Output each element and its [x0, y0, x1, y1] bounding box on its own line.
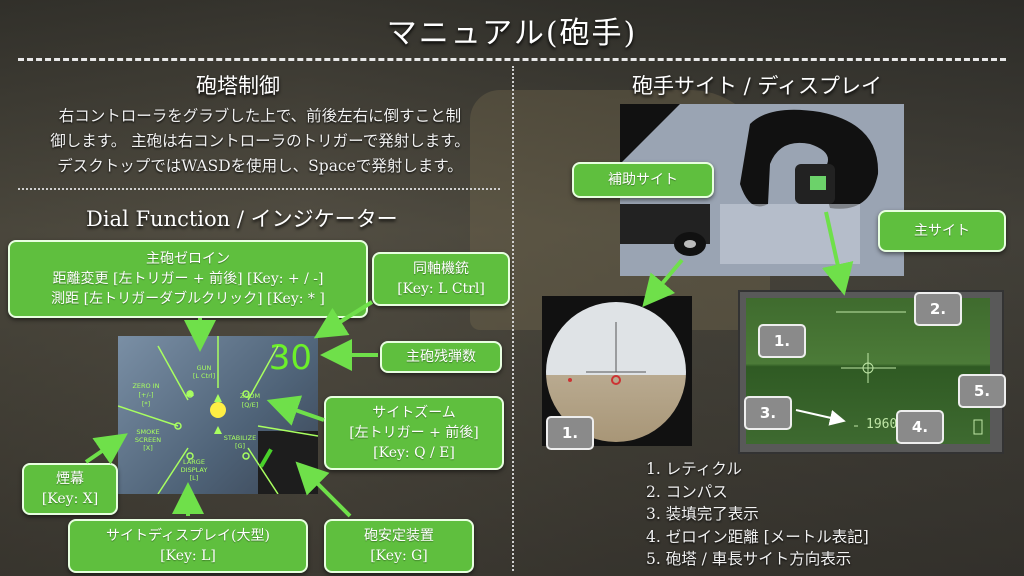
turret-line: デスクトップではWASDを使用し、Spaceで発射します。	[57, 157, 463, 175]
svg-text:[X]: [X]	[143, 444, 153, 452]
turret-line: 右コントローラをグラブした上で、前後左右に倒すこと制	[58, 107, 462, 125]
svg-text:[L]: [L]	[190, 474, 199, 482]
box-line: 距離変更 [左トリガー + 前後] [Key: + / -]	[52, 271, 324, 287]
svg-text:[Q/E]: [Q/E]	[242, 401, 259, 409]
coax-box: 同軸機銃 [Key: L Ctrl]	[372, 252, 510, 306]
legend-item: 3. 装填完了表示	[646, 505, 759, 523]
column-divider	[512, 66, 514, 571]
zero-in-box: 主砲ゼロイン 距離変更 [左トリガー + 前後] [Key: + / -] 測距…	[8, 240, 368, 318]
sight-legend: 1. レティクル 2. コンパス 3. 装填完了表示 4. ゼロイン距離 [メー…	[646, 458, 869, 571]
box-line: [Key: G]	[370, 548, 428, 564]
tag-reticle: 1.	[758, 324, 806, 358]
svg-text:SCREEN: SCREEN	[135, 436, 161, 444]
dial-panel-image: 30 GUN [L Ctrl] ZERO IN [+/-] [*] ZOOM	[118, 336, 318, 494]
legend-item: 4. ゼロイン距離 [メートル表記]	[646, 527, 869, 546]
zoom-label: ZOOM	[240, 392, 260, 400]
stabilize-label: STABILIZE	[224, 434, 257, 442]
tag-aux-reticle: 1.	[546, 416, 594, 450]
box-line: サイトディスプレイ(大型)	[106, 528, 270, 544]
box-line: 同軸機銃	[413, 261, 469, 277]
turret-line: 御します。 主砲は右コントローラのトリガーで発射します。	[50, 132, 470, 150]
svg-text:[+/-]: [+/-]	[138, 391, 153, 399]
box-line: 主サイト	[914, 223, 970, 239]
box-line: 補助サイト	[608, 172, 678, 188]
display-box: サイトディスプレイ(大型) [Key: L]	[68, 519, 308, 573]
box-line: [Key: L Ctrl]	[397, 281, 485, 297]
smoke-label: SMOKE	[136, 428, 159, 436]
sight-heading: 砲手サイト / ディスプレイ	[632, 74, 882, 98]
range-readout: 1960	[866, 417, 898, 432]
svg-text:DISPLAY: DISPLAY	[181, 466, 208, 474]
legend-item: 2. コンパス	[646, 482, 728, 501]
dial-heading: Dial Function / インジケーター	[86, 207, 398, 231]
box-line: 測距 [左トリガーダブルクリック] [Key: * ]	[51, 291, 325, 307]
main-sight-graphic	[836, 311, 983, 435]
page-title: マニュアル(砲手)	[386, 16, 638, 51]
box-line: [Key: L]	[160, 548, 216, 564]
box-line: 砲安定装置	[364, 528, 434, 544]
turret-heading: 砲塔制御	[196, 74, 280, 98]
gun-label: GUN	[197, 364, 212, 372]
box-line: [左トリガー + 前後]	[349, 425, 479, 441]
large-display-label: LARGE	[183, 458, 205, 466]
reticle-graphic	[568, 322, 646, 385]
legend-item: 5. 砲塔 / 車長サイト方向表示	[646, 550, 852, 568]
zoom-box: サイトズーム [左トリガー + 前後] [Key: Q / E]	[324, 396, 504, 470]
main-sight-label-box: 主サイト	[878, 210, 1006, 252]
zero-in-label: ZERO IN	[132, 382, 159, 390]
svg-text:[*]: [*]	[142, 400, 150, 408]
title-divider	[18, 58, 1006, 61]
box-line: [Key: Q / E]	[373, 445, 455, 461]
box-line: 主砲ゼロイン	[146, 251, 230, 267]
aux-sight-label-box: 補助サイト	[572, 162, 714, 198]
box-line: 主砲残弾数	[406, 349, 476, 365]
tag-compass: 2.	[914, 292, 962, 326]
box-line: [Key: X]	[41, 491, 99, 507]
svg-text:[G]: [G]	[235, 442, 245, 450]
legend-item: 1. レティクル	[646, 460, 742, 478]
tag-zero-range: 4.	[896, 410, 944, 444]
box-line: サイトズーム	[372, 405, 456, 421]
box-line: 煙幕	[56, 471, 84, 487]
smoke-box: 煙幕 [Key: X]	[22, 463, 118, 515]
turret-description: 右コントローラをグラブした上で、前後左右に倒すこと制 御します。 主砲は右コント…	[20, 104, 500, 179]
svg-text:[L Ctrl]: [L Ctrl]	[193, 372, 215, 380]
tag-loaded: 3.	[744, 396, 792, 430]
section-divider	[18, 188, 500, 190]
stabilizer-box: 砲安定装置 [Key: G]	[324, 519, 474, 573]
ammo-count: 30	[268, 338, 312, 378]
ammo-box: 主砲残弾数	[380, 341, 502, 373]
tag-direction: 5.	[958, 374, 1006, 408]
dial-graphic: GUN [L Ctrl] ZERO IN [+/-] [*] ZOOM [Q/E…	[118, 336, 318, 494]
